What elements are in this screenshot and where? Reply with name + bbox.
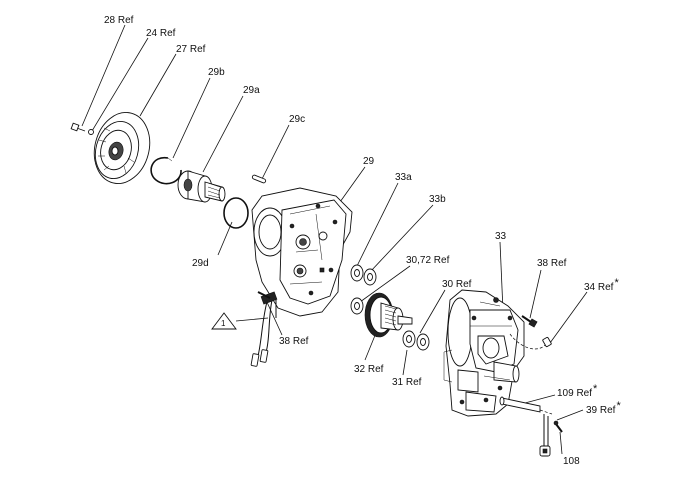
- label-29c: 29c: [289, 114, 306, 125]
- washer-31: [402, 330, 416, 348]
- warning-triangle: [211, 312, 269, 330]
- label-27-ref: 27 Ref: [176, 44, 206, 55]
- label-29: 29: [363, 156, 375, 167]
- washer-33a: [350, 264, 364, 282]
- label-109-ref-star: *: [593, 383, 598, 395]
- snap-ring-29b: [150, 156, 182, 185]
- label-31-ref: 31 Ref: [392, 377, 422, 388]
- part-39: [539, 414, 551, 457]
- label-24-ref: 24 Ref: [146, 28, 176, 39]
- label-33b: 33b: [429, 194, 446, 205]
- leader-lines: [81, 24, 588, 455]
- washer-30: [416, 333, 430, 351]
- label-34-ref-text: 34 Ref: [584, 282, 614, 293]
- label-34-ref-star: *: [614, 277, 619, 289]
- label-109-ref: 109 Ref*: [557, 383, 597, 400]
- housing-29: [251, 187, 353, 317]
- wire-harness: [250, 291, 278, 367]
- label-29d: 29d: [192, 258, 209, 269]
- label-108: 108: [563, 456, 580, 467]
- label-34-ref: 34 Ref*: [584, 277, 619, 294]
- label-29a: 29a: [243, 85, 260, 96]
- bolt-38-top: [521, 315, 538, 328]
- wire-34: [509, 333, 552, 350]
- screw-28: [70, 122, 94, 135]
- label-28-ref: 28 Ref: [104, 15, 134, 26]
- shaft-109: [499, 396, 553, 415]
- label-109-ref-text: 109 Ref: [557, 388, 593, 399]
- gearbox-33: [443, 289, 525, 417]
- gear-32: [364, 292, 413, 338]
- o-ring-29d: [223, 197, 249, 229]
- pulley-27: [93, 112, 151, 184]
- label-33: 33: [495, 231, 507, 242]
- label-38-ref: 38 Ref: [279, 336, 309, 347]
- label-29b: 29b: [208, 67, 225, 78]
- bolt-38: [257, 291, 271, 299]
- shaft-29a: [177, 170, 226, 203]
- screw-108: [553, 420, 563, 433]
- washer-33b: [363, 268, 377, 286]
- label-30-72-ref: 30,72 Ref: [406, 255, 450, 266]
- label-39-ref-star: *: [616, 400, 621, 412]
- label-33a: 33a: [395, 172, 412, 183]
- label-32-ref: 32 Ref: [354, 364, 384, 375]
- label-38-ref-top: 38 Ref: [537, 258, 567, 269]
- warning-number: 1: [221, 319, 226, 328]
- label-39-ref: 39 Ref*: [586, 400, 621, 417]
- washer-30-72: [350, 297, 364, 315]
- label-30-ref: 30 Ref: [442, 279, 472, 290]
- label-39-ref-text: 39 Ref: [586, 405, 616, 416]
- pin-29c: [251, 174, 267, 184]
